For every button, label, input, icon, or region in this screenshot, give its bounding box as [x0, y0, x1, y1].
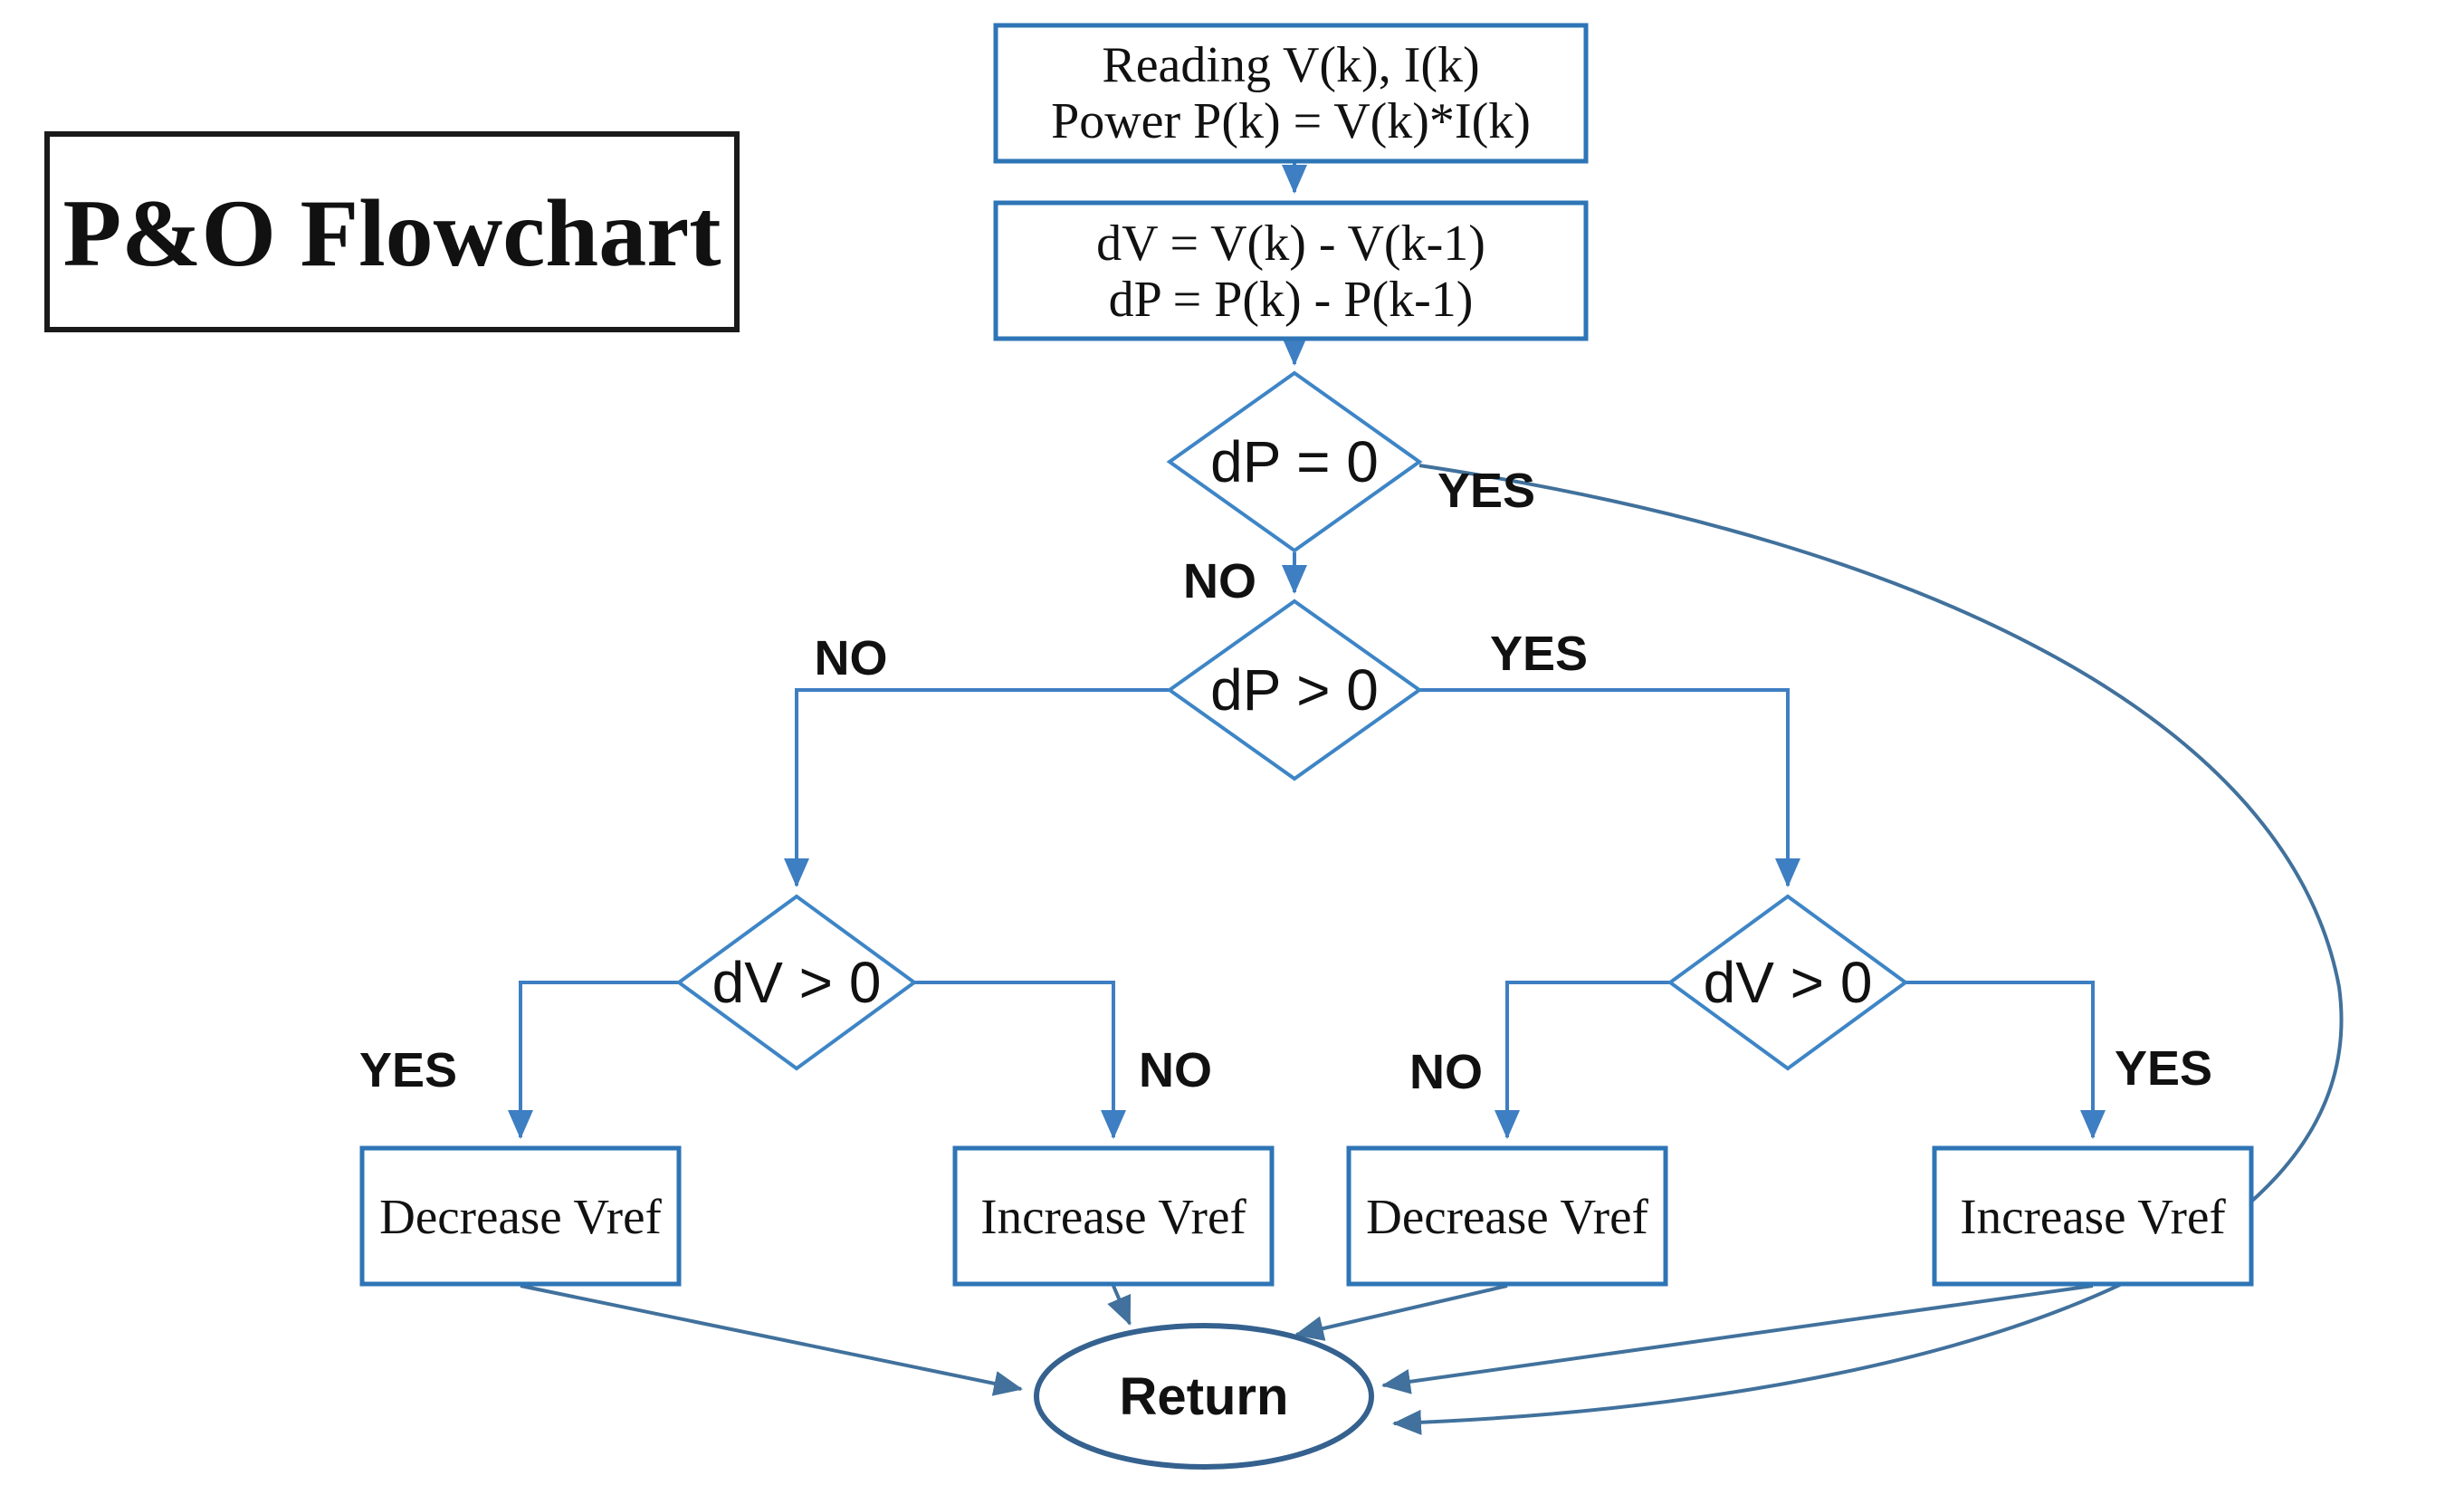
read-line-1: Reading V(k), I(k): [1102, 37, 1479, 93]
edge-label-dv-right-no: NO: [1409, 1045, 1483, 1099]
compute-line-1: dV = V(k) - V(k-1): [1096, 216, 1485, 272]
action-box-decrease-right: [1346, 1145, 1668, 1287]
compute-line-2: dP = P(k) - P(k-1): [1109, 272, 1474, 328]
process-box-compute: [993, 200, 1589, 341]
terminator-return-label: Return: [1120, 1367, 1289, 1426]
decision-dp-pos-label: dP > 0: [1210, 657, 1379, 723]
edge-dv-right-no: [1495, 981, 1670, 1139]
edge-dv-left-yes: [508, 981, 679, 1139]
decision-dv-right-label: dV > 0: [1704, 950, 1873, 1015]
decision-dv-left: [675, 894, 918, 1071]
process-box-read: [993, 23, 1589, 164]
action-box-increase-left: [952, 1145, 1275, 1287]
edge-label-dp-zero-yes: YES: [1437, 464, 1535, 518]
title-box: [44, 131, 740, 332]
decision-dv-right: [1667, 894, 1909, 1071]
decision-dp-zero: [1166, 370, 1423, 553]
action-label-increase-left: Increase Vref: [980, 1189, 1246, 1244]
decision-dv-left-label: dV > 0: [712, 950, 882, 1015]
edge-dv-right-yes: [1905, 981, 2106, 1139]
edge-label-dv-left-no: NO: [1139, 1043, 1212, 1097]
edge-label-dp-pos-no: NO: [815, 631, 888, 685]
edge-dp-pos-yes: [1419, 688, 1800, 887]
action-box-decrease-left: [359, 1145, 682, 1287]
edge-label-dv-right-yes: YES: [2115, 1041, 2212, 1096]
page-title: P&O Flowchart: [62, 180, 721, 286]
decision-dp-zero-label: dP = 0: [1210, 429, 1379, 494]
node-layer: P&O Flowchart Reading V(k), I(k) Power P…: [44, 23, 2254, 1470]
decision-dp-pos: [1166, 599, 1423, 781]
edge-label-layer: YES NO NO YES YES NO NO YES: [359, 464, 2212, 1099]
terminator-return: [1034, 1323, 1374, 1470]
edge-dv-left-no: [914, 981, 1126, 1139]
edge-label-dp-pos-yes: YES: [1490, 627, 1588, 681]
edge-decrease-right-to-return: [1294, 1284, 1508, 1341]
edge-label-dv-left-yes: YES: [359, 1043, 457, 1097]
read-line-2: Power P(k) = V(k)*I(k): [1051, 93, 1531, 149]
action-label-decrease-right: Decrease Vref: [1366, 1189, 1648, 1244]
edge-increase-right-to-return: [1381, 1284, 2094, 1394]
connector-layer: [508, 163, 2344, 1435]
action-label-decrease-left: Decrease Vref: [379, 1189, 662, 1244]
action-label-increase-right: Increase Vref: [1960, 1189, 2226, 1244]
edge-increase-left-to-return: [1107, 1285, 1132, 1326]
edge-label-dp-zero-no: NO: [1183, 554, 1256, 608]
edge-dp-zero-yes-loop: [1392, 464, 2344, 1435]
action-box-increase-right: [1932, 1145, 2254, 1287]
edge-dp-pos-no: [784, 688, 1170, 887]
edge-decrease-left-to-return: [520, 1284, 1023, 1396]
